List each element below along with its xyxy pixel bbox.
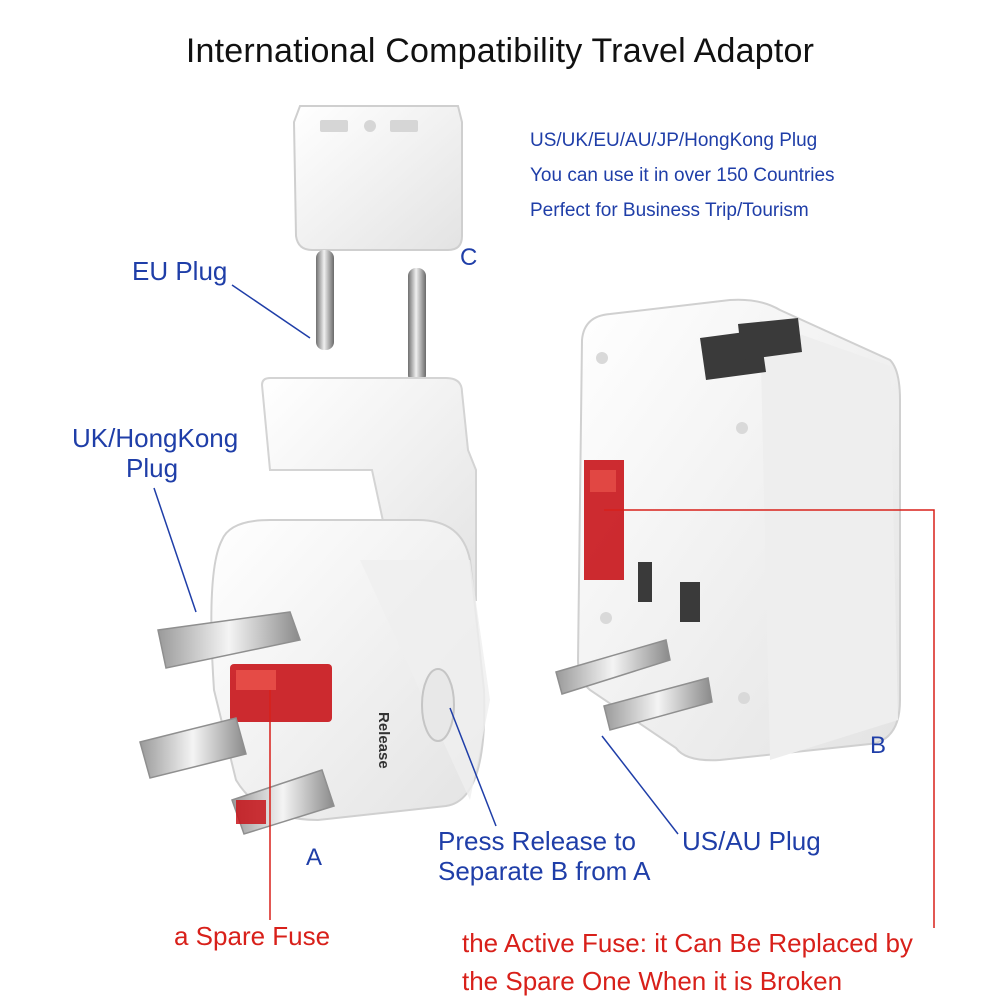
us-pin-2 bbox=[603, 677, 713, 731]
info-line-plugs: US/UK/EU/AU/JP/HongKong Plug bbox=[530, 130, 818, 151]
info-line-countries: You can use it in over 150 Countries bbox=[530, 165, 835, 186]
uk-plug-label-line2: Plug bbox=[126, 453, 179, 483]
eu-socket-slot-left bbox=[320, 120, 348, 132]
active-fuse-label-line1: the Active Fuse: it Can Be Replaced by bbox=[462, 928, 913, 958]
spare-fuse-label: a Spare Fuse bbox=[174, 921, 331, 951]
release-label: Release bbox=[375, 712, 392, 769]
active-fuse-label-line2: the Spare One When it is Broken bbox=[462, 966, 843, 996]
us-pin-1 bbox=[555, 639, 671, 695]
press-release-label-line2: Separate B from A bbox=[438, 856, 651, 886]
leader-release bbox=[449, 707, 497, 827]
leader-active-fuse bbox=[604, 509, 935, 928]
uk-pin-top bbox=[157, 611, 301, 669]
part-c-label: C bbox=[460, 244, 478, 271]
uk-plug-label-line1: UK/HongKong bbox=[72, 423, 239, 453]
eu-pin-left bbox=[316, 250, 334, 350]
leader-uk bbox=[153, 487, 197, 613]
page-title: International Compatibility Travel Adapt… bbox=[185, 32, 815, 70]
us-au-plug-label: US/AU Plug bbox=[682, 826, 821, 856]
part-a-label: A bbox=[306, 844, 323, 871]
uk-plug-adapter bbox=[139, 377, 490, 835]
press-release-label-line1: Press Release to bbox=[438, 826, 636, 856]
leader-us-au bbox=[601, 735, 679, 835]
leader-eu bbox=[231, 284, 311, 339]
us-au-body bbox=[555, 298, 901, 762]
eu-pin-right bbox=[408, 268, 426, 383]
uk-pin-left bbox=[139, 717, 247, 779]
part-b-label: B bbox=[870, 732, 887, 759]
eu-plug-label: EU Plug bbox=[132, 256, 228, 286]
eu-plug-adapter bbox=[292, 105, 463, 383]
eu-socket-slot-right bbox=[390, 120, 418, 132]
info-line-purpose: Perfect for Business Trip/Tourism bbox=[530, 200, 809, 221]
release-button bbox=[421, 668, 455, 742]
leader-lines bbox=[153, 284, 935, 928]
usb-port-2 bbox=[738, 318, 802, 360]
